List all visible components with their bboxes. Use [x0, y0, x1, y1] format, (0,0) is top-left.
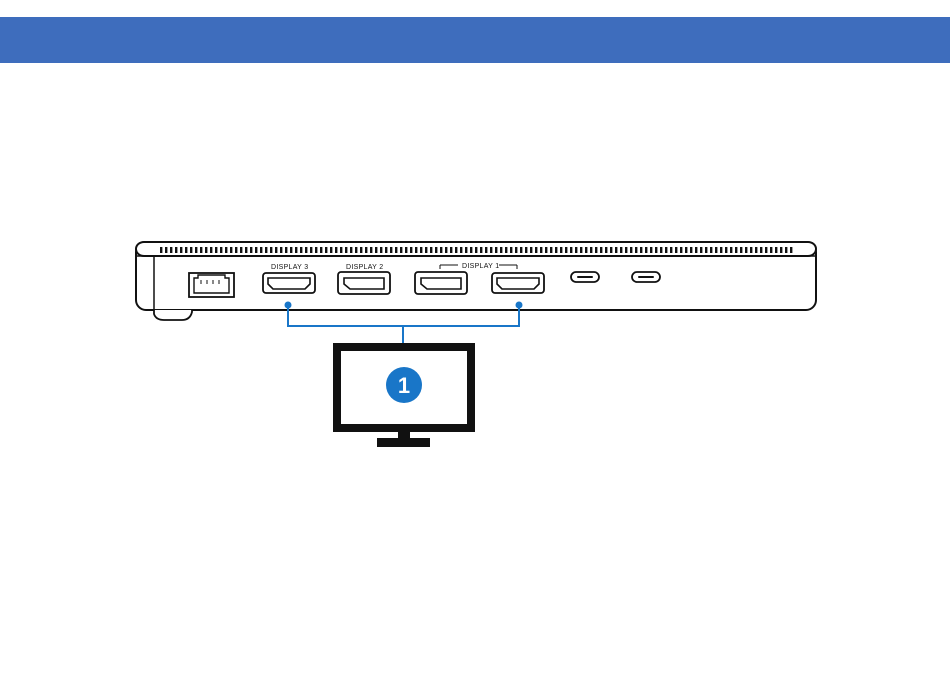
- display-2-label: DISPLAY 2: [346, 264, 383, 271]
- display-1-label: DISPLAY 1: [462, 263, 499, 270]
- ethernet-port-icon: [189, 273, 234, 297]
- callout-number: 1: [398, 373, 410, 398]
- hdmi-port-icon: [492, 273, 544, 293]
- display-3-label: DISPLAY 3: [271, 264, 308, 271]
- callout-badge: 1: [386, 367, 422, 403]
- dock-body: [136, 242, 816, 320]
- hdmi-port-icon: [263, 273, 315, 293]
- usb-c-port-icon: [632, 272, 660, 282]
- displayport-icon: [338, 272, 390, 294]
- usb-c-port-icon: [571, 272, 599, 282]
- displayport-icon: [415, 272, 467, 294]
